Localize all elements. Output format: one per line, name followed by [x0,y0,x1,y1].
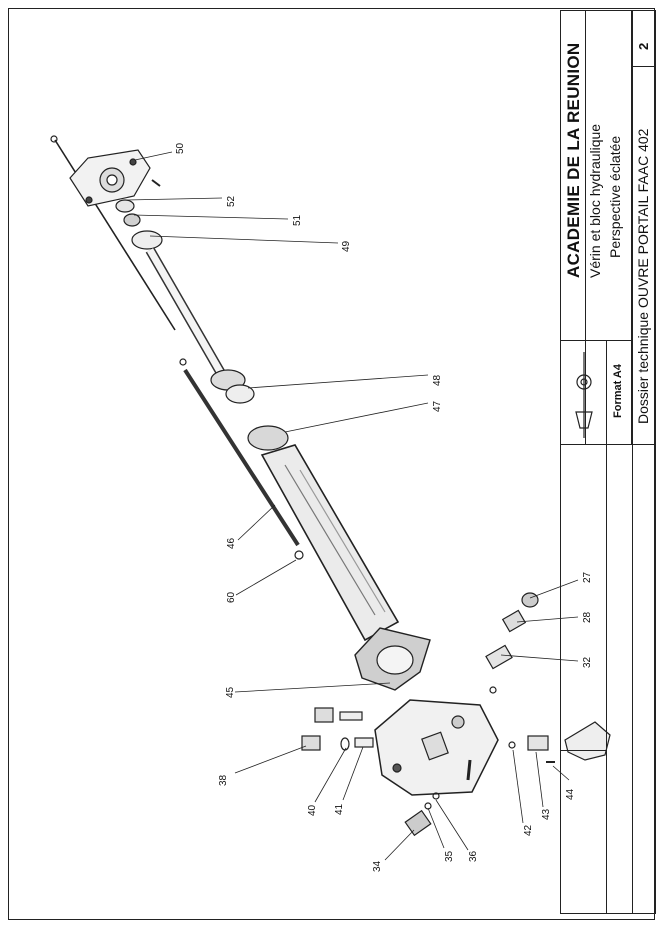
part-label-35: 35 [444,850,455,862]
sheet-number: 2 [636,42,651,50]
part-label-52: 52 [226,195,237,207]
part-label-49: 49 [341,240,352,252]
part-label-60: 60 [226,591,237,603]
valve-28 [501,609,527,633]
title-block: ACADEMIE DE LA REUNION Vérin et bloc hyd… [560,10,656,914]
part-label-47: 47 [432,400,443,412]
part-label-43: 43 [541,808,552,820]
part-label-27: 27 [582,571,593,583]
ring-48b [225,384,255,404]
plug-27 [521,592,539,608]
valve-32 [485,644,513,670]
part-label-34: 34 [372,860,383,872]
projection-symbol-icon [575,352,593,438]
cylinder-tube [260,444,400,642]
part-label-40: 40 [307,804,318,816]
part-label-44: 44 [565,788,576,800]
ring-51 [123,213,141,227]
sleeve-43 [527,735,549,751]
rod-end-ring [50,135,58,143]
title-line-2: Perspective éclatée [607,135,623,258]
plug-34 [404,809,432,837]
washer-36 [432,792,440,800]
part-label-50: 50 [175,142,186,154]
tie-rod-46 [183,368,300,547]
drawing-frame [8,8,655,920]
pin-42 [508,741,516,749]
part-label-48: 48 [432,374,443,386]
part-label-46: 46 [226,537,237,549]
part-label-45: 45 [225,686,236,698]
plug-38a [314,707,334,723]
part-label-51: 51 [292,214,303,226]
format-label: Format A4 [612,364,624,418]
nut-60 [294,550,304,560]
dossier-text: Dossier technique OUVRE PORTAIL FAAC 402 [635,128,651,424]
part-label-41: 41 [334,803,345,815]
plug-38 [301,735,321,751]
title-block-border [560,10,656,914]
oring-40 [340,737,350,751]
part-label-28: 28 [582,611,593,623]
part-label-38: 38 [218,774,229,786]
institution-name: ACADEMIE DE LA REUNION [564,42,583,278]
disc-49 [131,230,163,250]
screw-41 [354,737,374,748]
part-label-32: 32 [582,656,593,668]
title-line-1: Vérin et bloc hydraulique [587,123,603,278]
seal-52 [115,199,135,213]
piston-47 [247,425,289,451]
part-label-42: 42 [523,824,534,836]
part-label-36: 36 [468,850,479,862]
